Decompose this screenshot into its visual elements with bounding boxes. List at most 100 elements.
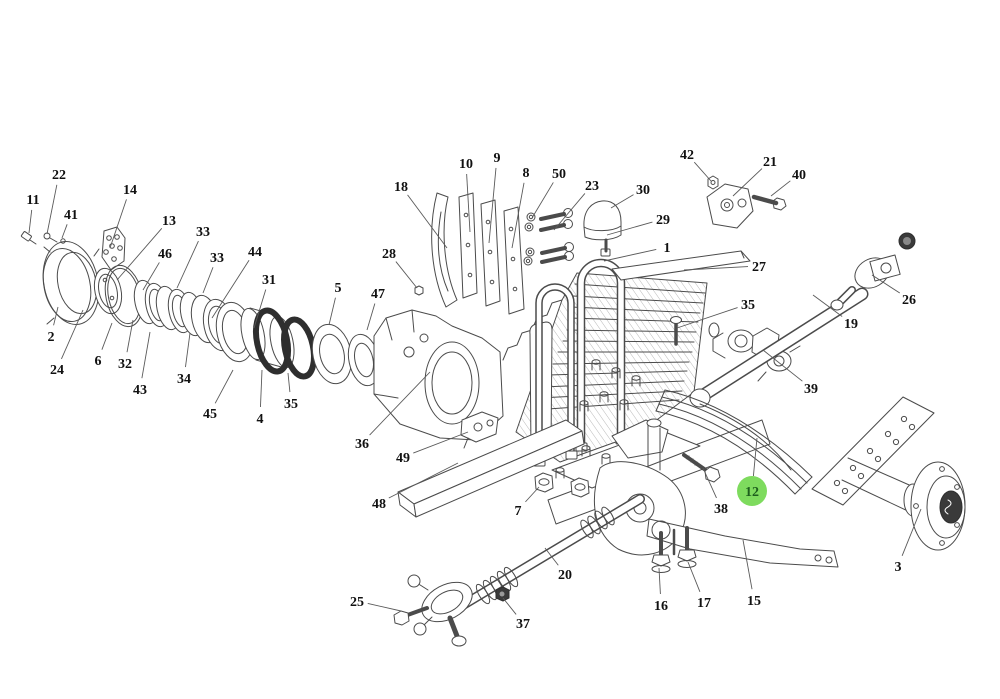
part-label-20: 20 [558,568,572,583]
part-label-6: 6 [95,354,102,369]
steering-arm [646,518,839,568]
knuckle-housing [373,309,504,441]
leader-line-40 [770,180,791,197]
leader-line-4 [260,369,263,408]
leader-line-21 [732,168,763,197]
leader-line-1 [603,248,657,262]
part-label-26: 26 [902,293,916,308]
part-artwork [20,175,966,647]
part-label-28: 28 [382,247,396,262]
leader-line-39 [762,349,803,382]
part-label-45: 45 [203,407,217,422]
leader-line-8 [511,182,525,249]
part-label-43: 43 [133,383,147,398]
part-label-50: 50 [552,167,566,182]
part-label-9: 9 [494,151,501,166]
leader-line-23 [553,193,586,231]
part-label-23: 23 [585,179,599,194]
part-label-40: 40 [792,168,806,183]
leader-line-31 [253,289,267,329]
leader-line-11 [28,209,33,234]
leader-line-26 [871,274,901,294]
part-label-highlight-12: 12 [745,485,759,500]
buffer-block [583,200,622,257]
washers-and-bolts [523,208,574,266]
part-label-11: 11 [26,193,39,208]
small-fasteners-icon [20,231,66,245]
leader-line-24 [61,309,84,360]
part-label-10: 10 [459,157,473,172]
leader-line-36 [369,371,431,436]
part-label-25: 25 [350,595,364,610]
part-label-44: 44 [248,245,262,260]
leader-line-18 [407,194,448,249]
bearing-rings-right [311,285,424,387]
spring-shackle-brackets [708,322,801,382]
leader-line-35 [676,307,738,329]
leader-lines [28,161,922,615]
leader-line-44 [211,260,250,319]
leader-line-14 [109,199,127,249]
leader-line-highlight [752,437,758,477]
leader-line-35 [287,372,291,393]
part-label-49: 49 [396,451,410,466]
mounting-bracket [706,175,787,229]
leader-line-45 [214,369,234,404]
leader-line-25 [367,602,402,612]
leader-line-41 [61,224,68,239]
part-label-30: 30 [636,183,650,198]
leader-line-37 [502,597,517,615]
part-label-33: 33 [196,225,210,240]
part-label-32: 32 [118,357,132,372]
leader-line-49 [413,431,469,454]
part-label-1: 1 [664,241,671,256]
part-label-15: 15 [747,594,761,609]
highlighted-part-marker[interactable]: 12 [737,437,767,506]
leader-line-6 [101,322,113,350]
part-label-46: 46 [158,247,172,262]
leader-line-5 [328,297,336,326]
hex-nuts [534,472,590,498]
leader-line-43 [141,331,151,379]
part-label-17: 17 [697,596,711,611]
part-label-29: 29 [656,213,670,228]
leader-line-32 [126,319,134,353]
part-label-5: 5 [335,281,342,296]
highlight-circle[interactable] [737,476,767,506]
axle-mounting-plate [811,396,935,506]
spring-center-bolt [670,316,682,346]
leader-line-2 [53,306,59,326]
lock-plate [101,226,126,271]
part-label-37: 37 [516,617,530,632]
part-label-21: 21 [763,155,777,170]
part-label-4: 4 [257,412,264,427]
leader-line-33 [176,240,199,289]
second-leaf-spring [655,389,813,495]
leader-line-42 [693,161,712,182]
leader-line-22 [46,184,58,235]
part-label-18: 18 [394,180,408,195]
knuckle-bracket [460,411,499,449]
part-label-16: 16 [654,599,668,614]
stub-axle-flange [841,457,966,551]
part-label-19: 19 [844,317,858,332]
bearing-ring-stack [133,279,255,363]
part-label-42: 42 [680,148,694,163]
part-label-13: 13 [162,214,176,229]
leader-line-20 [544,547,559,566]
part-label-31: 31 [262,273,276,288]
part-label-33: 33 [210,251,224,266]
part-label-47: 47 [371,287,385,302]
leader-line-50 [531,182,554,219]
leader-line-47 [366,303,376,331]
part-label-24: 24 [50,363,64,378]
brake-shoe-and-shims [431,192,525,315]
part-label-27: 27 [752,260,766,275]
part-label-7: 7 [515,504,522,519]
buffer-bar [397,419,585,518]
part-label-35: 35 [284,397,298,412]
part-label-39: 39 [804,382,818,397]
